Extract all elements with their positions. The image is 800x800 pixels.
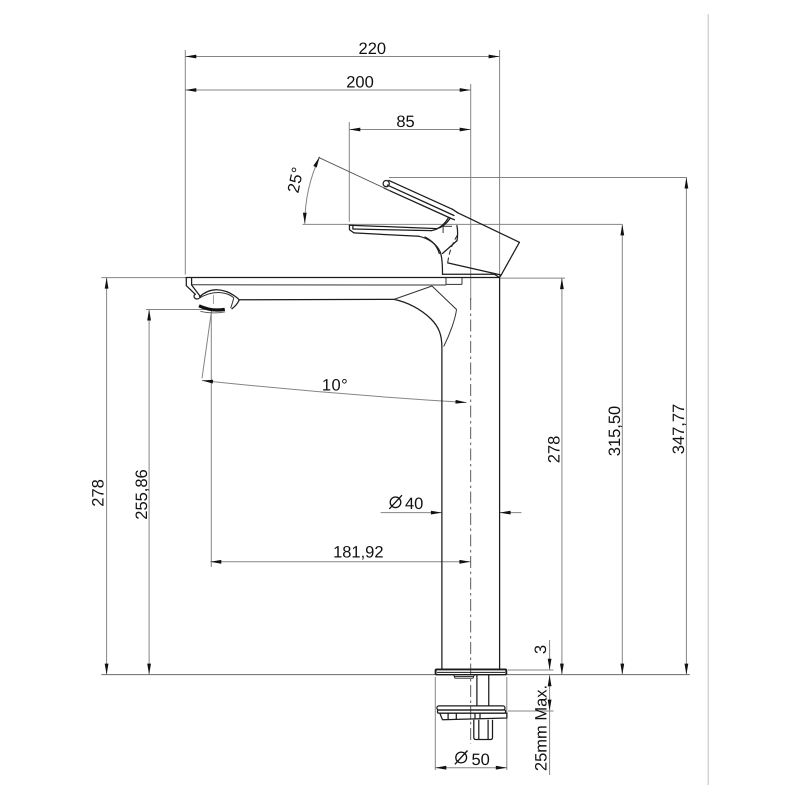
svg-text:25°: 25° [285, 165, 308, 194]
svg-text:200: 200 [346, 74, 374, 92]
svg-text:25mm Max.: 25mm Max. [533, 685, 551, 771]
svg-text:3: 3 [532, 645, 550, 654]
svg-text:347,77: 347,77 [670, 404, 688, 454]
svg-text:85: 85 [396, 113, 414, 131]
svg-text:278: 278 [90, 479, 108, 507]
svg-text:40: 40 [405, 495, 423, 513]
svg-text:181,92: 181,92 [333, 544, 383, 562]
svg-text:315,50: 315,50 [606, 406, 624, 456]
svg-text:50: 50 [472, 751, 490, 769]
svg-text:220: 220 [359, 40, 387, 58]
svg-text:255,86: 255,86 [133, 469, 151, 519]
svg-text:278: 278 [546, 436, 564, 464]
svg-text:10°: 10° [322, 377, 348, 395]
